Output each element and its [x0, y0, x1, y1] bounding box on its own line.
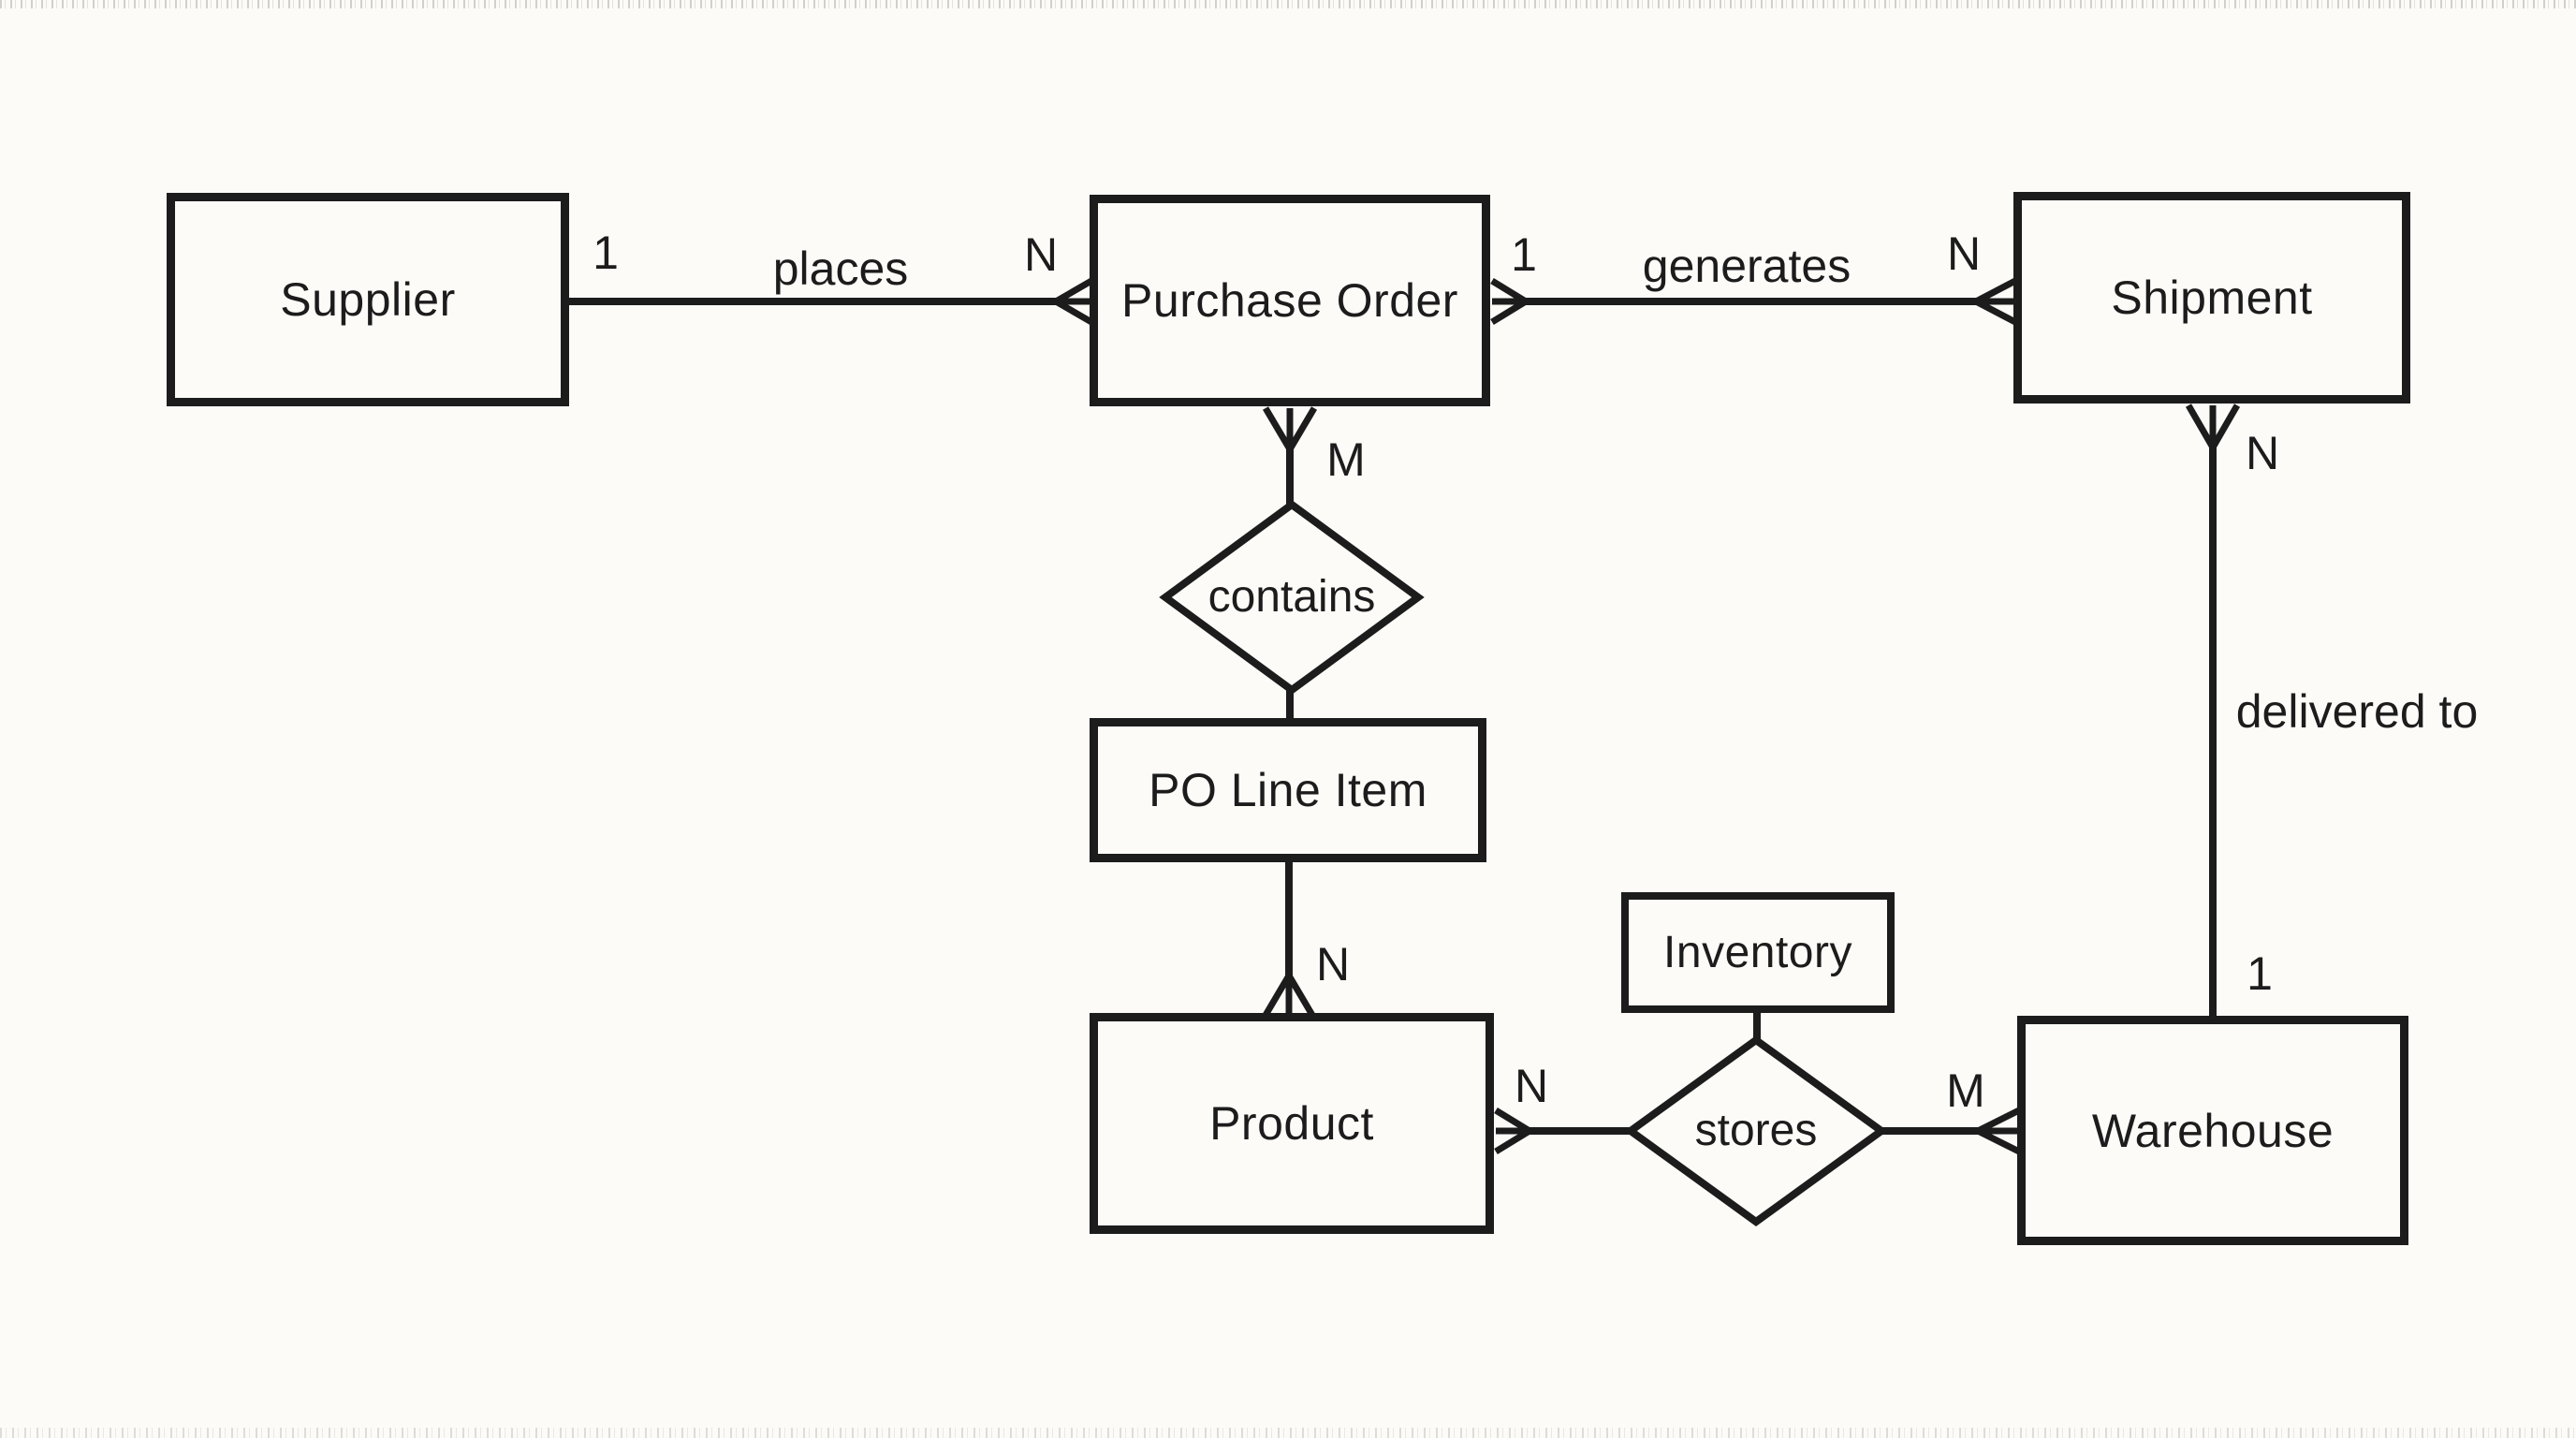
cardinality-generates-purchase-order: 1	[1511, 228, 1537, 281]
entity-inventory: Inventory	[1621, 892, 1895, 1013]
relationship-stores-diamond	[1624, 1035, 1888, 1226]
entity-supplier: Supplier	[167, 193, 569, 406]
entity-po-line-item: PO Line Item	[1090, 718, 1486, 862]
relationship-places-label: places	[772, 242, 909, 295]
entity-warehouse-label: Warehouse	[2091, 1104, 2334, 1157]
entity-shipment: Shipment	[2013, 192, 2410, 404]
crows-foot-icon	[1262, 406, 1318, 451]
entity-warehouse: Warehouse	[2017, 1016, 2408, 1245]
cardinality-delivered-to-shipment: N	[2245, 427, 2280, 479]
entity-inventory-label: Inventory	[1663, 928, 1852, 977]
cardinality-stores-product: N	[1514, 1060, 1549, 1112]
crows-foot-icon	[2185, 404, 2241, 449]
crows-foot-icon	[1261, 974, 1317, 1019]
relationship-delivered-to-label: delivered to	[2235, 685, 2479, 738]
relationship-generates-label: generates	[1642, 240, 1852, 292]
cardinality-places-supplier: 1	[593, 227, 619, 279]
entity-product: Product	[1090, 1013, 1494, 1234]
cardinality-contains-product: N	[1315, 938, 1351, 990]
crows-foot-icon	[1974, 277, 2017, 326]
entity-shipment-label: Shipment	[2111, 271, 2313, 324]
cardinality-generates-shipment: N	[1946, 227, 1982, 280]
scan-artifact-bottom	[0, 1428, 2576, 1438]
cardinality-contains-purchase-order: M	[1326, 433, 1366, 486]
entity-purchase-order-label: Purchase Order	[1121, 274, 1458, 327]
entity-product-label: Product	[1209, 1097, 1374, 1150]
relationship-contains-label: contains	[1208, 572, 1376, 622]
scan-artifact-top	[0, 0, 2576, 8]
crows-foot-icon	[1054, 277, 1093, 326]
entity-supplier-label: Supplier	[280, 273, 456, 326]
cardinality-stores-warehouse: M	[1946, 1064, 1985, 1117]
crows-foot-icon	[1490, 278, 1528, 325]
entity-purchase-order: Purchase Order	[1090, 195, 1490, 406]
cardinality-delivered-to-warehouse: 1	[2247, 947, 2273, 1000]
crows-foot-icon	[1976, 1107, 2021, 1155]
cardinality-places-purchase-order: N	[1023, 228, 1059, 281]
relationship-stores-label: stores	[1694, 1106, 1818, 1155]
crows-foot-icon	[1494, 1108, 1531, 1154]
entity-po-line-item-label: PO Line Item	[1149, 764, 1427, 816]
